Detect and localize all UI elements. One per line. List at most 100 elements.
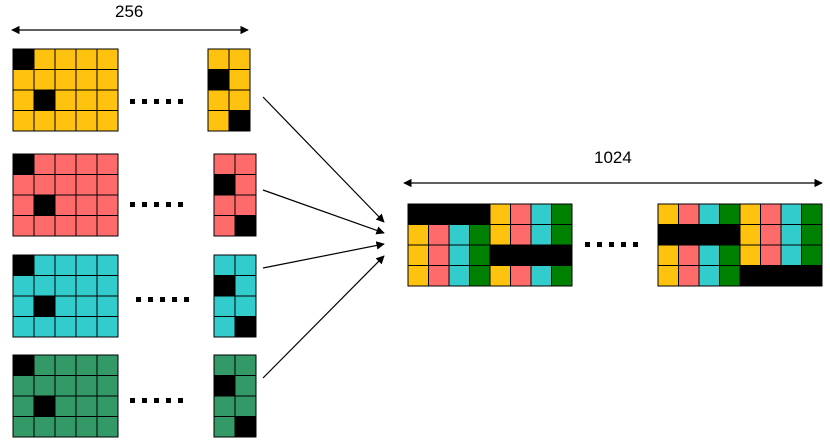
combined-cell bbox=[739, 203, 761, 225]
combined-cell bbox=[530, 265, 552, 287]
combined-cell bbox=[739, 244, 761, 266]
combined-cell bbox=[428, 265, 450, 287]
combined-cell bbox=[678, 224, 700, 246]
combined-cell bbox=[448, 203, 470, 225]
combined-cell bbox=[489, 224, 511, 246]
ellipsis-dot bbox=[130, 202, 135, 207]
combined-cell bbox=[801, 265, 823, 287]
matrix-cell bbox=[33, 416, 56, 438]
combined-cell bbox=[760, 265, 782, 287]
matrix-cell bbox=[75, 295, 98, 317]
combined-cell bbox=[428, 244, 450, 266]
ellipsis-dot bbox=[633, 242, 638, 247]
combined-cell bbox=[657, 244, 679, 266]
matrix-cell bbox=[234, 354, 257, 376]
matrix-cell bbox=[12, 354, 35, 376]
combined-cell bbox=[698, 244, 720, 266]
ellipsis-dot bbox=[130, 99, 135, 104]
matrix-cell bbox=[228, 110, 251, 132]
matrix-cell bbox=[12, 153, 35, 175]
matrix-cell bbox=[33, 89, 56, 111]
ellipsis-dot bbox=[154, 202, 159, 207]
matrix-cell bbox=[12, 254, 35, 276]
matrix-cell bbox=[96, 295, 119, 317]
matrix-cell bbox=[33, 275, 56, 297]
combined-cell bbox=[801, 203, 823, 225]
combined-cell bbox=[719, 203, 741, 225]
combined-cell bbox=[489, 203, 511, 225]
combined-cell bbox=[657, 265, 679, 287]
combined-cell bbox=[678, 265, 700, 287]
matrix-yellow bbox=[12, 48, 119, 132]
matrix-cell bbox=[33, 254, 56, 276]
matrix-cell bbox=[33, 354, 56, 376]
ellipsis-dot bbox=[136, 297, 141, 302]
arrow-green-to-combined bbox=[262, 255, 385, 379]
matrix-cell bbox=[33, 153, 56, 175]
matrix-cell bbox=[54, 354, 77, 376]
combined-cell bbox=[739, 224, 761, 246]
ellipsis-dot bbox=[154, 398, 159, 403]
matrix-cell bbox=[75, 254, 98, 276]
matrix-cell bbox=[75, 194, 98, 216]
matrix-cell bbox=[234, 153, 257, 175]
combined-cell bbox=[760, 203, 782, 225]
matrix-cell bbox=[96, 416, 119, 438]
matrix-cell bbox=[75, 153, 98, 175]
matrix-cell bbox=[96, 89, 119, 111]
ellipsis-dots bbox=[130, 99, 638, 403]
combined-cell bbox=[698, 203, 720, 225]
matrix-cell bbox=[96, 354, 119, 376]
matrix-cell bbox=[75, 69, 98, 91]
arrow-cyan-to-combined bbox=[262, 241, 385, 269]
combined-cell bbox=[678, 244, 700, 266]
combined-cell bbox=[551, 265, 573, 287]
matrix-cell bbox=[33, 215, 56, 237]
matrix-cell bbox=[75, 316, 98, 338]
matrix-cell bbox=[213, 416, 236, 438]
combined-cell bbox=[760, 244, 782, 266]
combined-cell bbox=[657, 203, 679, 225]
matrix-cell bbox=[234, 395, 257, 417]
ellipsis-dot bbox=[142, 99, 147, 104]
combined-cell bbox=[489, 265, 511, 287]
ellipsis-dot bbox=[585, 242, 590, 247]
combined-cell bbox=[469, 224, 491, 246]
dimension-label-1024: 1024 bbox=[594, 148, 632, 167]
matrix-cell bbox=[207, 48, 230, 70]
matrix-cell bbox=[96, 153, 119, 175]
matrix-cell bbox=[213, 275, 236, 297]
matrix-cell bbox=[96, 254, 119, 276]
matrix-cell bbox=[54, 275, 77, 297]
matrix-cell bbox=[54, 194, 77, 216]
matrix-green bbox=[12, 354, 119, 438]
combined-cell bbox=[780, 203, 802, 225]
dimension-label-256: 256 bbox=[115, 2, 143, 21]
matrix-cell bbox=[54, 69, 77, 91]
matrix-cell bbox=[234, 275, 257, 297]
matrix-cell bbox=[207, 89, 230, 111]
matrix-cell bbox=[12, 69, 35, 91]
matrix-cell bbox=[96, 375, 119, 397]
matrix-cell bbox=[75, 110, 98, 132]
matrix-cell bbox=[213, 254, 236, 276]
matrix-red bbox=[12, 153, 119, 237]
matrix-cell bbox=[54, 110, 77, 132]
matrix-cell bbox=[12, 110, 35, 132]
combined-cell bbox=[510, 224, 532, 246]
matrix-cell bbox=[54, 295, 77, 317]
matrix-cell bbox=[54, 395, 77, 417]
combined-cell bbox=[530, 224, 552, 246]
matrix-cell bbox=[12, 316, 35, 338]
combined-cell bbox=[551, 224, 573, 246]
matrix-cell bbox=[33, 316, 56, 338]
matrix-cell bbox=[75, 89, 98, 111]
ellipsis-dot bbox=[166, 202, 171, 207]
matrix-cell bbox=[33, 375, 56, 397]
matrix-cell bbox=[234, 295, 257, 317]
matrix-cell bbox=[75, 416, 98, 438]
matrix-cell bbox=[96, 69, 119, 91]
combined-block-last bbox=[657, 203, 823, 287]
combined-cell bbox=[551, 244, 573, 266]
matrix-cell bbox=[12, 416, 35, 438]
